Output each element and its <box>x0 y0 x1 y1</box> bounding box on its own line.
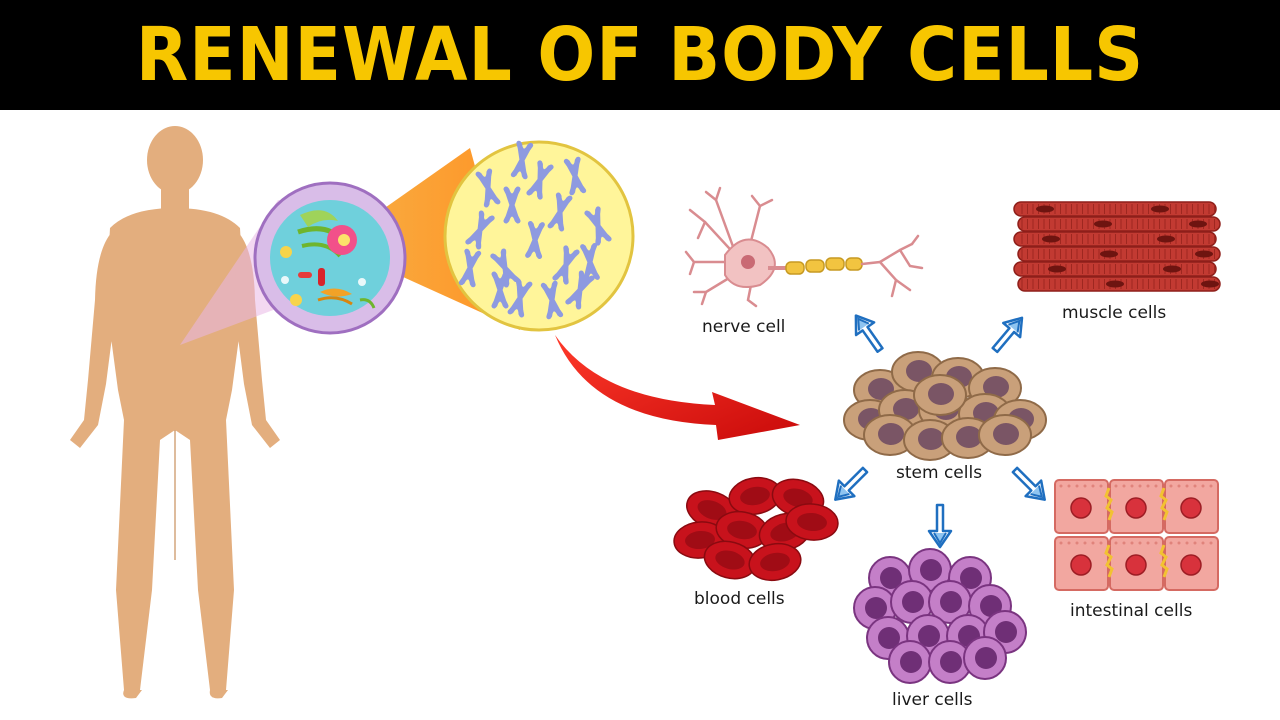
muscle-fiber <box>1017 246 1221 262</box>
chromosome-icon <box>491 271 509 309</box>
liver-cell <box>963 636 1007 680</box>
animal-cell-icon <box>253 181 407 335</box>
intestinal-cell <box>1109 479 1164 534</box>
chromosome-icon <box>540 280 564 320</box>
label-liver-cells: liver cells <box>892 690 973 710</box>
page-title: RENEWAL OF BODY CELLS <box>135 12 1145 98</box>
chromosome-icon <box>507 278 533 318</box>
chromosome-icon <box>510 140 534 180</box>
chromosome-icon <box>465 210 495 250</box>
label-intestinal-cells: intestinal cells <box>1070 601 1193 621</box>
intestinal-cell <box>1054 479 1109 534</box>
nucleus-zoom-icon <box>443 140 635 332</box>
intestinal-cell <box>1164 536 1219 591</box>
label-nerve-cell: nerve cell <box>702 317 786 337</box>
blue-arrow-icon <box>834 466 869 501</box>
liver-cell <box>888 640 932 684</box>
intestinal-cell <box>1054 536 1109 591</box>
chromosome-icon <box>525 221 545 259</box>
red-arrow-icon <box>555 335 800 440</box>
blue-arrows <box>834 314 1046 549</box>
blood-cells-icon <box>673 476 839 582</box>
label-blood-cells: blood cells <box>694 589 785 609</box>
blue-arrow-icon <box>927 503 953 549</box>
intestinal-cell <box>1109 536 1164 591</box>
blue-arrow-icon <box>854 314 884 353</box>
chromosome-icon <box>458 248 482 288</box>
chromosome-icon <box>580 243 600 281</box>
stem-cells-icon <box>843 351 1047 461</box>
chromosome-icon <box>526 160 554 200</box>
chromosome-icon <box>565 270 595 310</box>
chromosome-icon <box>563 156 587 196</box>
intestinal-cells-icon <box>1054 479 1219 591</box>
chromosome-icon <box>547 192 573 232</box>
blood-cell <box>728 476 782 516</box>
stem-cell <box>863 414 917 456</box>
blue-arrow-icon <box>1011 466 1046 501</box>
blue-arrow-icon <box>991 316 1024 354</box>
liver-cell <box>928 580 972 624</box>
stem-cell <box>978 414 1032 456</box>
muscle-fiber <box>1017 216 1221 232</box>
label-stem-cells: stem cells <box>896 463 983 483</box>
stem-cell <box>913 374 967 416</box>
label-muscle-cells: muscle cells <box>1062 303 1167 323</box>
intestinal-cell <box>1164 479 1219 534</box>
chromosome-icon <box>475 168 501 208</box>
blood-cell <box>703 540 757 580</box>
blood-cell <box>748 542 802 582</box>
liver-cell <box>928 640 972 684</box>
nerve-cell-icon <box>684 186 924 308</box>
chromosome-icon <box>503 186 521 224</box>
chromosome-set-icon <box>458 140 612 320</box>
chromosome-icon <box>490 248 520 288</box>
chromosome-icon <box>584 206 612 246</box>
title-bar: RENEWAL OF BODY CELLS <box>0 0 1280 110</box>
human-silhouette-icon <box>70 126 280 699</box>
chromosome-icon <box>552 245 580 285</box>
muscle-cells-icon <box>1013 201 1221 292</box>
liver-cells-icon <box>853 548 1027 684</box>
blood-cell <box>785 503 839 541</box>
